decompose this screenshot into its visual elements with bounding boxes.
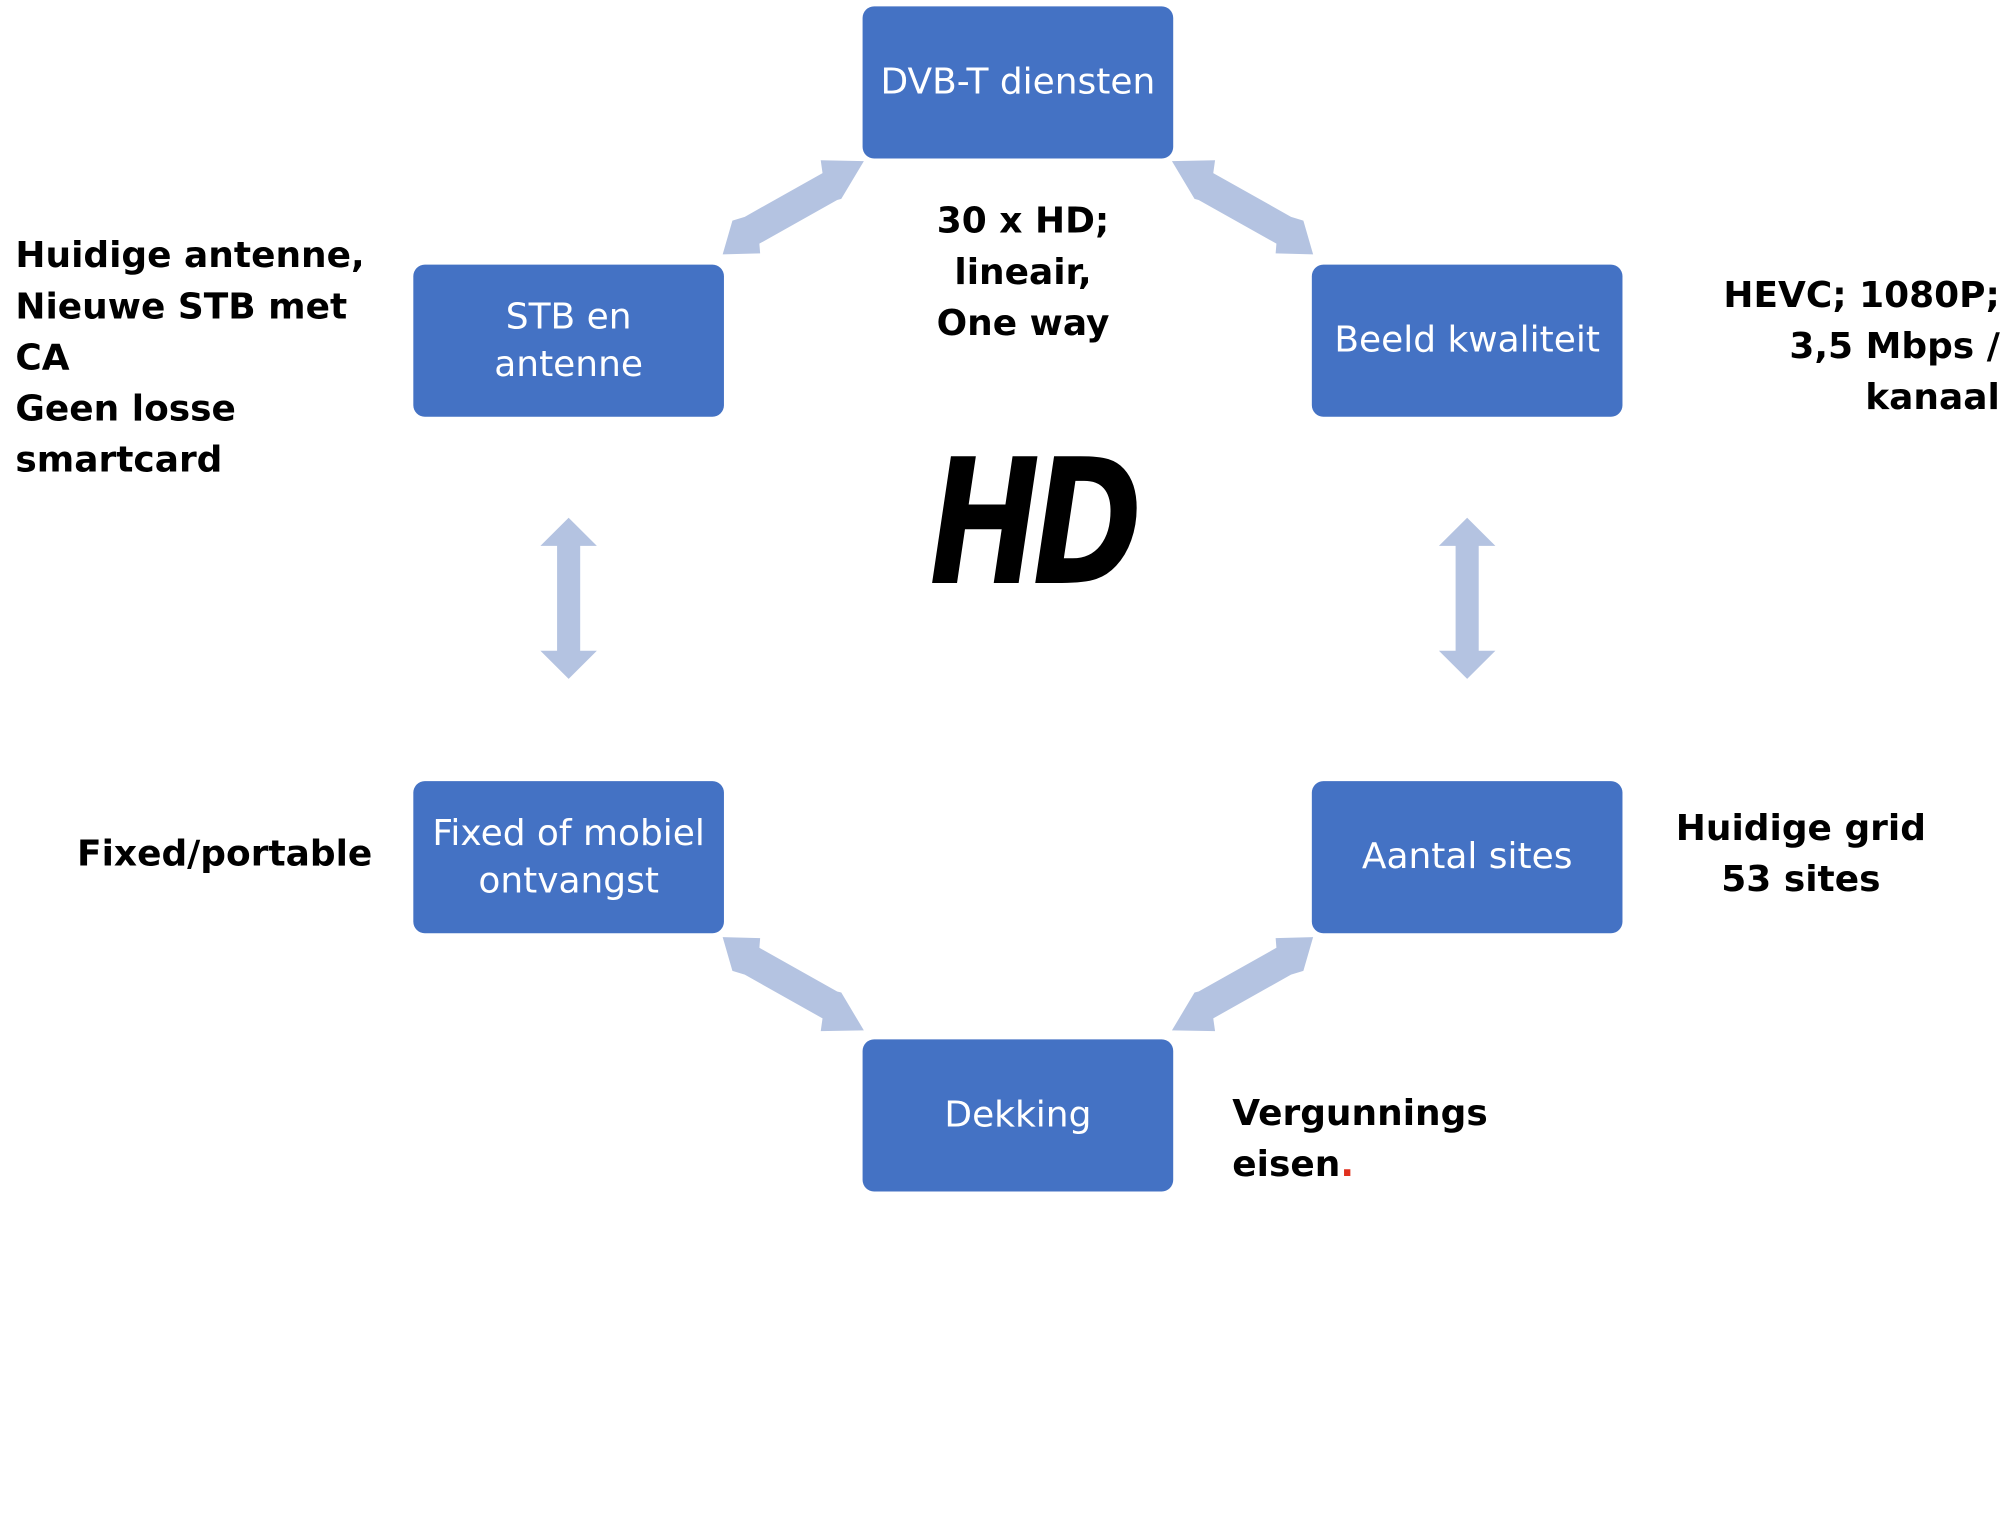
note-fixed: Fixed/portable [77,832,373,875]
node-aantal-sites: Aantal sites [1311,781,1623,934]
node-dvb-t-diensten-label: DVB-T diensten [880,60,1156,103]
note-stb: Huidige antenne, Nieuwe STB met CA Geen … [15,233,365,481]
arrow-fixed-dekking [722,937,864,1032]
note-beeld: HEVC; 1080P; 3,5 Mbps / kanaal [1723,273,2000,419]
node-beeld-kwaliteit-label: Beeld kwaliteit [1334,318,1600,361]
note-dekking: Vergunnings eisen. [1232,1088,1579,1190]
note-aantal: Huidige grid 53 sites [1675,806,1926,900]
hd-logo: HD [929,437,1145,603]
hd-logo-text: HD [929,437,1136,603]
node-aantal-sites-label: Aantal sites [1361,835,1573,878]
node-beeld-kwaliteit: Beeld kwaliteit [1311,264,1623,417]
node-fixed-of-mobiel: Fixed of mobiel ontvangst [413,781,724,934]
arrow-stb-dvbt [722,160,864,255]
note-dvb-t: 30 x HD; lineair, One way [936,199,1110,344]
node-stb-en-antenne-label: STB en antenne [494,295,643,385]
node-dekking-label: Dekking [944,1093,1092,1136]
connector-arrows [540,160,1496,1032]
node-fixed-of-mobiel-label: Fixed of mobiel ontvangst [432,811,705,901]
node-stb-en-antenne: STB en antenne [413,264,724,417]
node-dekking: Dekking [862,1039,1174,1192]
note-dekking-dot: . [1340,1142,1354,1186]
arrow-aantal-dekking [1171,937,1314,1032]
arrow-beeld-aantal [1438,517,1496,679]
node-dvb-t-diensten: DVB-T diensten [862,6,1174,159]
note-dekking-text: Vergunnings eisen [1232,1091,1488,1186]
arrow-dvbt-beeld [1171,160,1314,255]
arrow-stb-fixed [540,517,597,679]
